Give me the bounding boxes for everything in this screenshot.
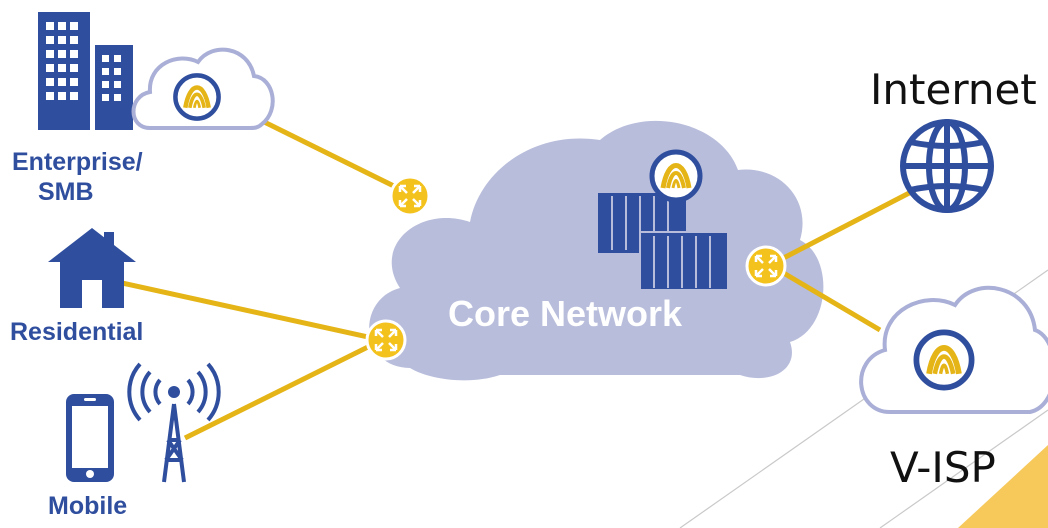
link-visp	[768, 262, 882, 333]
visp-cloud-icon	[859, 285, 1048, 414]
link-enterprise	[238, 107, 410, 196]
router-icon	[745, 245, 787, 287]
cell-tower-icon	[127, 362, 221, 483]
accent-triangle	[958, 445, 1048, 528]
building-icon	[38, 12, 133, 130]
globe-icon	[900, 119, 994, 213]
core-network-cloud	[369, 120, 824, 381]
router-icon	[365, 319, 407, 361]
server-rack-icon	[598, 152, 729, 291]
enterprise-label: Enterprise/	[12, 148, 143, 176]
smb-label: SMB	[38, 178, 94, 206]
link-residential	[121, 280, 383, 343]
mobile-label: Mobile	[48, 492, 127, 520]
house-icon	[48, 228, 136, 308]
visp-label: V-ISP	[890, 443, 996, 492]
enterprise-cloud-icon	[131, 47, 275, 130]
router-icon	[389, 175, 431, 217]
link-internet	[768, 187, 917, 268]
internet-label: Internet	[870, 65, 1037, 114]
phone-icon	[66, 394, 114, 482]
core-network-label: Core Network	[448, 293, 683, 334]
link-mobile	[183, 337, 384, 441]
links	[121, 107, 917, 441]
residential-label: Residential	[10, 318, 143, 346]
